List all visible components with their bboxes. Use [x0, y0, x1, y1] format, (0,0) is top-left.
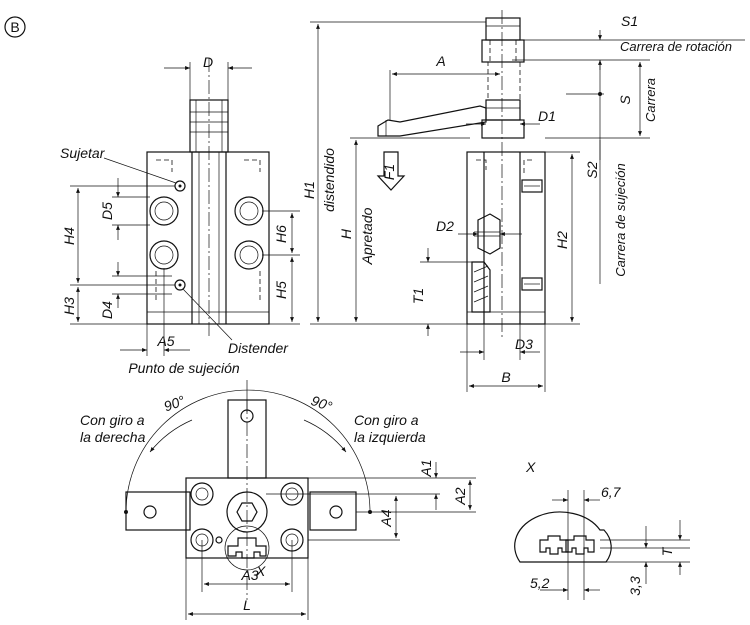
label-angle-right: 90° — [309, 392, 335, 414]
label-distendido: distendido — [321, 148, 337, 212]
front-view — [70, 58, 300, 356]
label-giro-izquierda-1: Con giro a — [354, 412, 419, 428]
side-view — [310, 10, 745, 392]
inner-bore — [477, 213, 501, 255]
label-A3: A3 — [240, 567, 258, 583]
label-H1: H1 — [301, 181, 317, 199]
label-dim-67: 6,7 — [601, 484, 622, 500]
label-A2: A2 — [452, 487, 468, 505]
label-T: T — [659, 546, 675, 556]
label-sujetar: Sujetar — [60, 145, 106, 161]
label-S2: S2 — [584, 161, 600, 178]
label-dim-52: 5,2 — [530, 575, 550, 591]
label-D: D — [203, 54, 213, 70]
label-apretado: Apretado — [359, 207, 375, 265]
swing-arc — [125, 389, 371, 513]
label-carrera: Carrera — [643, 78, 658, 122]
front-body — [146, 151, 270, 325]
label-A4: A4 — [378, 509, 394, 527]
label-A1: A1 — [418, 459, 434, 477]
svg-text:B: B — [10, 19, 19, 35]
label-distender: Distender — [228, 340, 289, 356]
label-S: S — [617, 95, 633, 105]
label-angle-left: 90° — [162, 392, 188, 414]
label-D5: D5 — [99, 202, 115, 220]
label-T1: T1 — [410, 288, 426, 304]
clamp-arm — [377, 105, 487, 137]
label-H2: H2 — [554, 231, 570, 249]
label-carrera-rotacion: Carrera de rotación — [620, 39, 732, 54]
mounting-hole — [234, 240, 264, 270]
label-S1: S1 — [621, 13, 638, 29]
top-view — [124, 380, 476, 620]
mounting-hole — [149, 196, 179, 226]
label-D2: D2 — [436, 218, 454, 234]
mounting-hole — [149, 240, 179, 270]
label-H5: H5 — [273, 281, 289, 299]
label-punto-sujecion: Punto de sujeción — [128, 360, 240, 376]
mounting-hole — [234, 196, 264, 226]
side-body — [466, 151, 546, 325]
detail-x — [514, 490, 690, 600]
label-D3: D3 — [515, 336, 533, 352]
label-H6: H6 — [273, 225, 289, 243]
label-X-detail: X — [525, 459, 536, 475]
label-H4: H4 — [61, 227, 77, 245]
label-H: H — [338, 228, 354, 239]
label-carrera-sujecion: Carrera de sujeción — [613, 163, 628, 276]
label-X-callout: X — [255, 563, 266, 579]
t-slot — [227, 537, 267, 559]
label-D4: D4 — [99, 301, 115, 319]
label-B: B — [501, 369, 510, 385]
label-giro-derecha-2: la derecha — [80, 429, 146, 445]
label-H3: H3 — [61, 297, 77, 315]
label-A5: A5 — [156, 333, 174, 349]
label-dim-33: 3,3 — [627, 576, 643, 596]
view-badge: B — [4, 16, 26, 38]
force-arrow — [376, 151, 406, 191]
label-F1: F1 — [381, 164, 397, 180]
label-giro-derecha-1: Con giro a — [80, 412, 145, 428]
label-A: A — [435, 53, 445, 69]
label-D1: D1 — [538, 108, 556, 124]
label-giro-izquierda-2: la izquierda — [354, 429, 426, 445]
label-L: L — [243, 597, 251, 613]
